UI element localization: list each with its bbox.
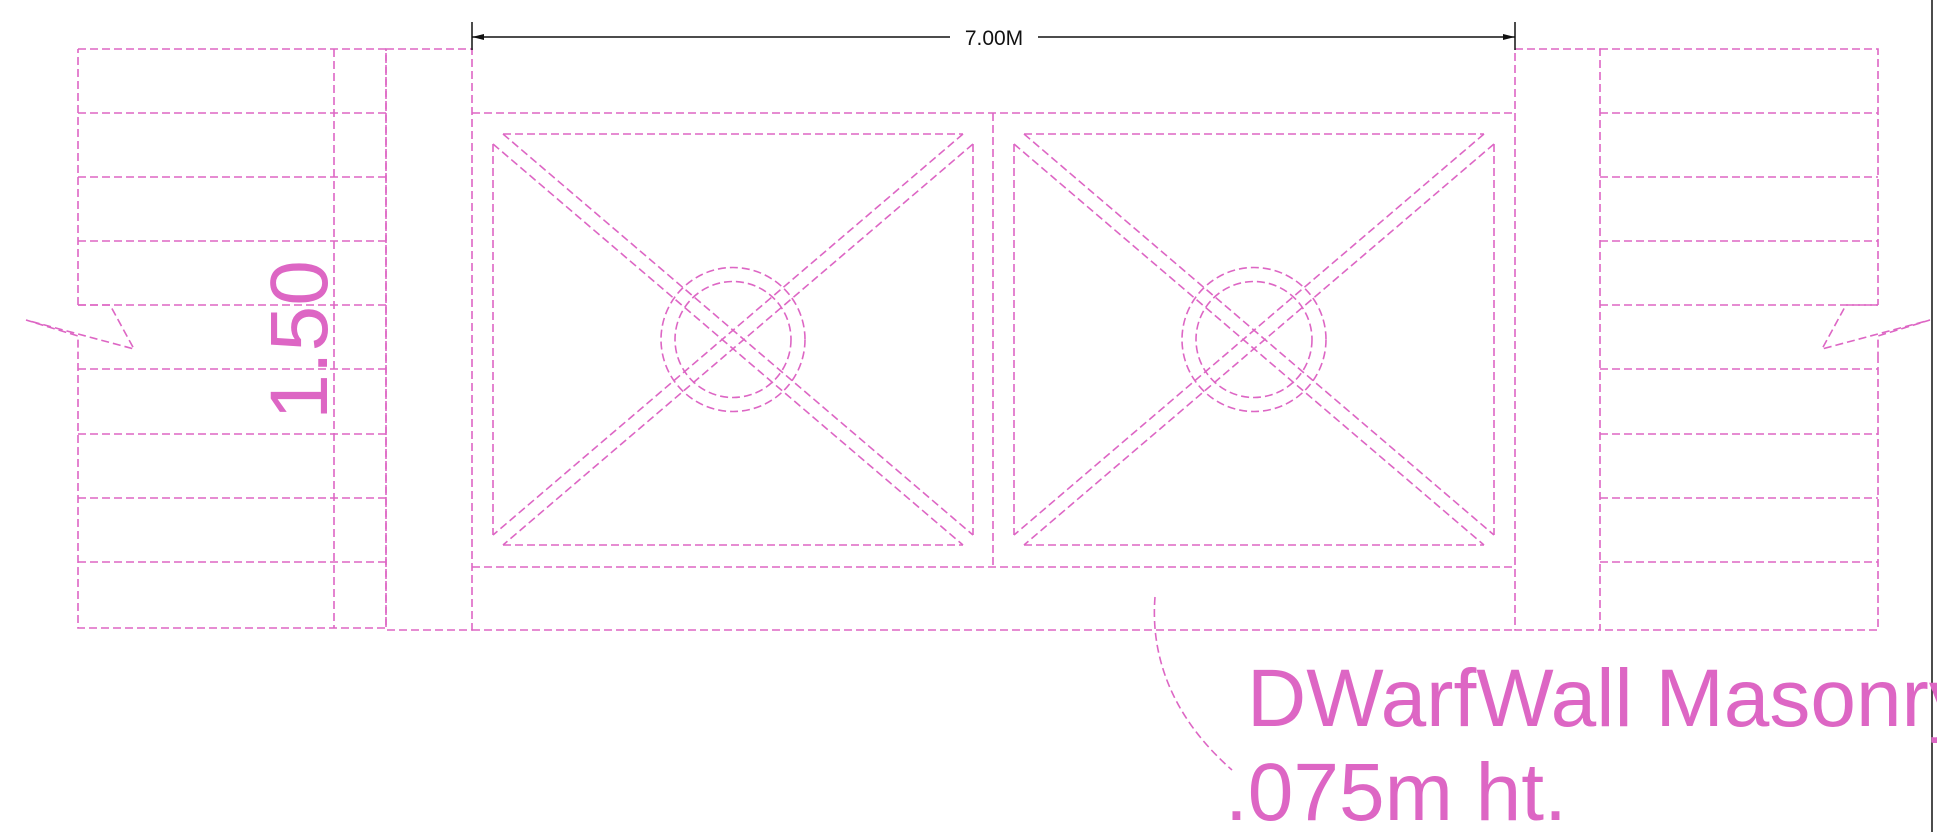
pillars	[385, 48, 1601, 631]
width-dimension: 7.00M	[471, 22, 1516, 50]
panel-diagonal-bar	[492, 143, 964, 546]
panel-diagonal-bar	[1013, 143, 1485, 546]
dimension-width-label: 7.00M	[965, 27, 1023, 50]
panel-diagonal-bar	[502, 133, 974, 536]
panel-diagonal-bar	[492, 133, 964, 536]
gate-panel	[492, 133, 974, 546]
pillar-right	[1514, 48, 1601, 631]
masonry-outline-lower	[1600, 355, 1879, 631]
panel-diagonal-bar	[1023, 143, 1495, 546]
left-masonry-panel	[77, 48, 387, 629]
panel-diagonal-bar	[502, 143, 974, 546]
dimension-height-label: 1.50	[254, 260, 345, 420]
panel-diagonal-bar	[1023, 133, 1495, 536]
panel-ring-outer	[660, 266, 806, 413]
callout-height-note: .075m ht.	[1225, 747, 1567, 832]
panel-ring-outer	[1181, 266, 1327, 413]
gate-panel	[1013, 133, 1495, 546]
panel-diagonal-bar	[1013, 133, 1485, 536]
dimension-arrow-right	[1503, 34, 1515, 40]
gate-frame	[472, 112, 1515, 631]
panel-ring-inner	[1195, 280, 1313, 399]
break-symbol-right	[1820, 304, 1931, 355]
masonry-outline	[1600, 48, 1879, 305]
callout-title: DWarfWall Masonry	[1247, 653, 1937, 744]
gate-panels	[492, 133, 1495, 546]
break-line-symbols	[25, 304, 1931, 355]
masonry-outline	[77, 48, 387, 629]
dimension-arrow-left	[472, 34, 484, 40]
pillar-left	[385, 48, 473, 631]
callout-leader-line	[1153, 596, 1233, 771]
right-masonry-panel	[1600, 48, 1879, 631]
panel-ring-inner	[674, 280, 792, 399]
break-symbol-left	[25, 304, 136, 355]
